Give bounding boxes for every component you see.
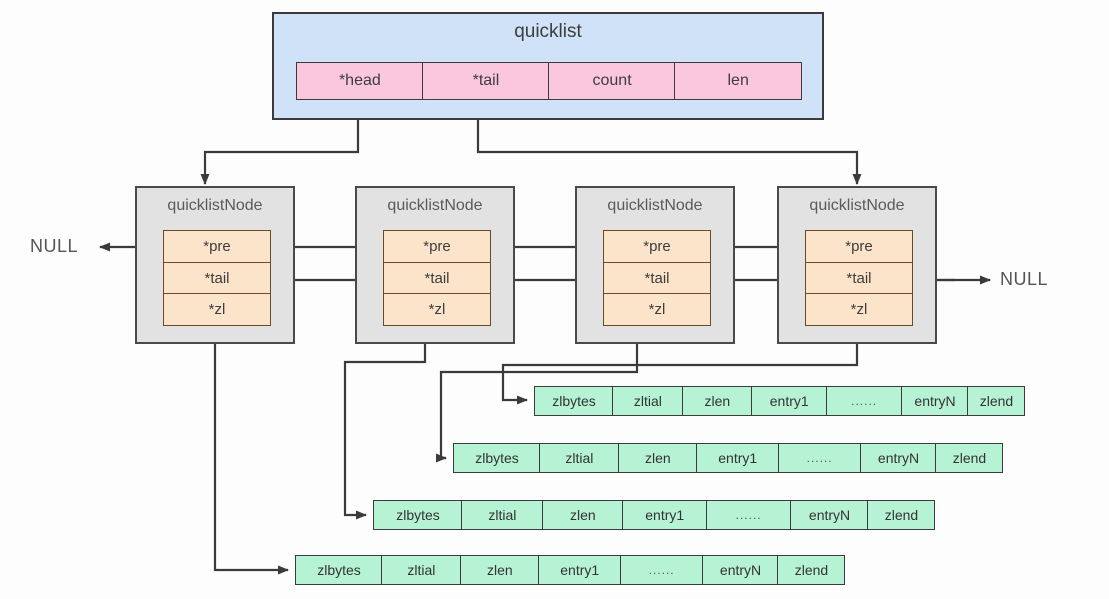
ziplist-2-cell-zltial: zltial (539, 443, 620, 473)
quicklist-field-len: len (674, 62, 803, 100)
wire-node2-zl-to-ziplist3 (343, 343, 427, 520)
quicklist-field-head: *head (296, 62, 424, 100)
ziplist-4-cell-entryN: entryN (702, 555, 780, 585)
wire-head-to-node1 (200, 120, 360, 185)
node-3-field-zl: *zl (603, 293, 711, 326)
quicklist-node-2-fields: *pre *tail *zl (383, 230, 491, 326)
ziplist-1-cell-entryN: entryN (901, 386, 970, 416)
ziplist-2-cell-zlen: zlen (617, 443, 698, 473)
ziplist-row-4: zlbytes zltial zlen entry1 ...... entryN… (295, 555, 855, 585)
ziplist-3-cell-ellipsis: ...... (705, 500, 792, 530)
quicklist-node-1: quicklistNode *pre *tail *zl (135, 186, 295, 344)
node-4-field-pre: *pre (805, 230, 913, 263)
ziplist-row-3: zlbytes zltial zlen entry1 ...... entryN… (373, 500, 945, 530)
ziplist-4-cell-entry1: entry1 (538, 555, 622, 585)
ziplist-row-1: zlbytes zltial zlen entry1 ...... entryN… (534, 386, 1035, 416)
quicklist-node-3: quicklistNode *pre *tail *zl (575, 186, 735, 344)
null-label-left: NULL (30, 236, 79, 256)
node-2-field-tail: *tail (383, 261, 491, 295)
ziplist-2-cell-entry1: entry1 (696, 443, 780, 473)
quicklist-node-4-title: quicklistNode (809, 197, 905, 214)
quicklist-node-2-title: quicklistNode (387, 197, 483, 214)
wire-node1-zl-to-ziplist4 (213, 343, 289, 575)
ziplist-1-cell-ellipsis: ...... (825, 386, 903, 416)
null-label-right: NULL (1000, 269, 1049, 289)
ziplist-3-cell-entry1: entry1 (622, 500, 708, 530)
quicklist-node-3-title: quicklistNode (607, 197, 703, 214)
quicklist-node-4: quicklistNode *pre *tail *zl (777, 186, 937, 344)
ziplist-3-cell-zlend: zlend (867, 500, 936, 530)
node-3-field-pre: *pre (603, 230, 711, 263)
quicklist-node-2: quicklistNode *pre *tail *zl (355, 186, 515, 344)
ziplist-1-cell-zltial: zltial (612, 386, 684, 416)
quicklist-title: quicklist (514, 21, 582, 42)
quicklist-node-3-fields: *pre *tail *zl (603, 230, 711, 326)
ziplist-3-cell-zlbytes: zlbytes (373, 500, 463, 530)
quicklist-struct: quicklist *head *tail count len (272, 12, 824, 120)
quicklist-field-count: count (548, 62, 676, 100)
quicklist-node-1-title: quicklistNode (167, 197, 263, 214)
ziplist-1-cell-entry1: entry1 (751, 386, 828, 416)
ziplist-3-cell-zlen: zlen (541, 500, 624, 530)
ziplist-3-cell-entryN: entryN (790, 500, 870, 530)
quicklist-node-1-fields: *pre *tail *zl (163, 230, 271, 326)
ziplist-3-cell-zltial: zltial (461, 500, 544, 530)
wire-tail-to-node4 (476, 120, 862, 185)
node-3-field-tail: *tail (603, 261, 711, 295)
node-1-field-pre: *pre (163, 230, 271, 263)
ziplist-4-cell-zltial: zltial (381, 555, 462, 585)
ziplist-1-cell-zlen: zlen (681, 386, 753, 416)
node-1-field-zl: *zl (163, 293, 271, 326)
ziplist-4-cell-ellipsis: ...... (619, 555, 704, 585)
node-2-field-pre: *pre (383, 230, 491, 263)
quicklist-node-4-fields: *pre *tail *zl (805, 230, 913, 326)
ziplist-1-cell-zlend: zlend (967, 386, 1026, 416)
ziplist-4-cell-zlen: zlen (459, 555, 540, 585)
ziplist-2-cell-zlbytes: zlbytes (453, 443, 541, 473)
ziplist-row-2: zlbytes zltial zlen entry1 ...... entryN… (453, 443, 1013, 473)
node-4-field-tail: *tail (805, 261, 913, 295)
ziplist-2-cell-zlend: zlend (935, 443, 1004, 473)
node-2-field-zl: *zl (383, 293, 491, 326)
ziplist-1-cell-zlbytes: zlbytes (534, 386, 614, 416)
ziplist-4-cell-zlbytes: zlbytes (295, 555, 383, 585)
ziplist-4-cell-zlend: zlend (777, 555, 846, 585)
quicklist-field-row: *head *tail count len (296, 62, 803, 100)
node-1-field-tail: *tail (163, 261, 271, 295)
ziplist-2-cell-entryN: entryN (860, 443, 938, 473)
node-4-field-zl: *zl (805, 293, 913, 326)
quicklist-field-tail: *tail (422, 62, 550, 100)
ziplist-2-cell-ellipsis: ...... (777, 443, 862, 473)
